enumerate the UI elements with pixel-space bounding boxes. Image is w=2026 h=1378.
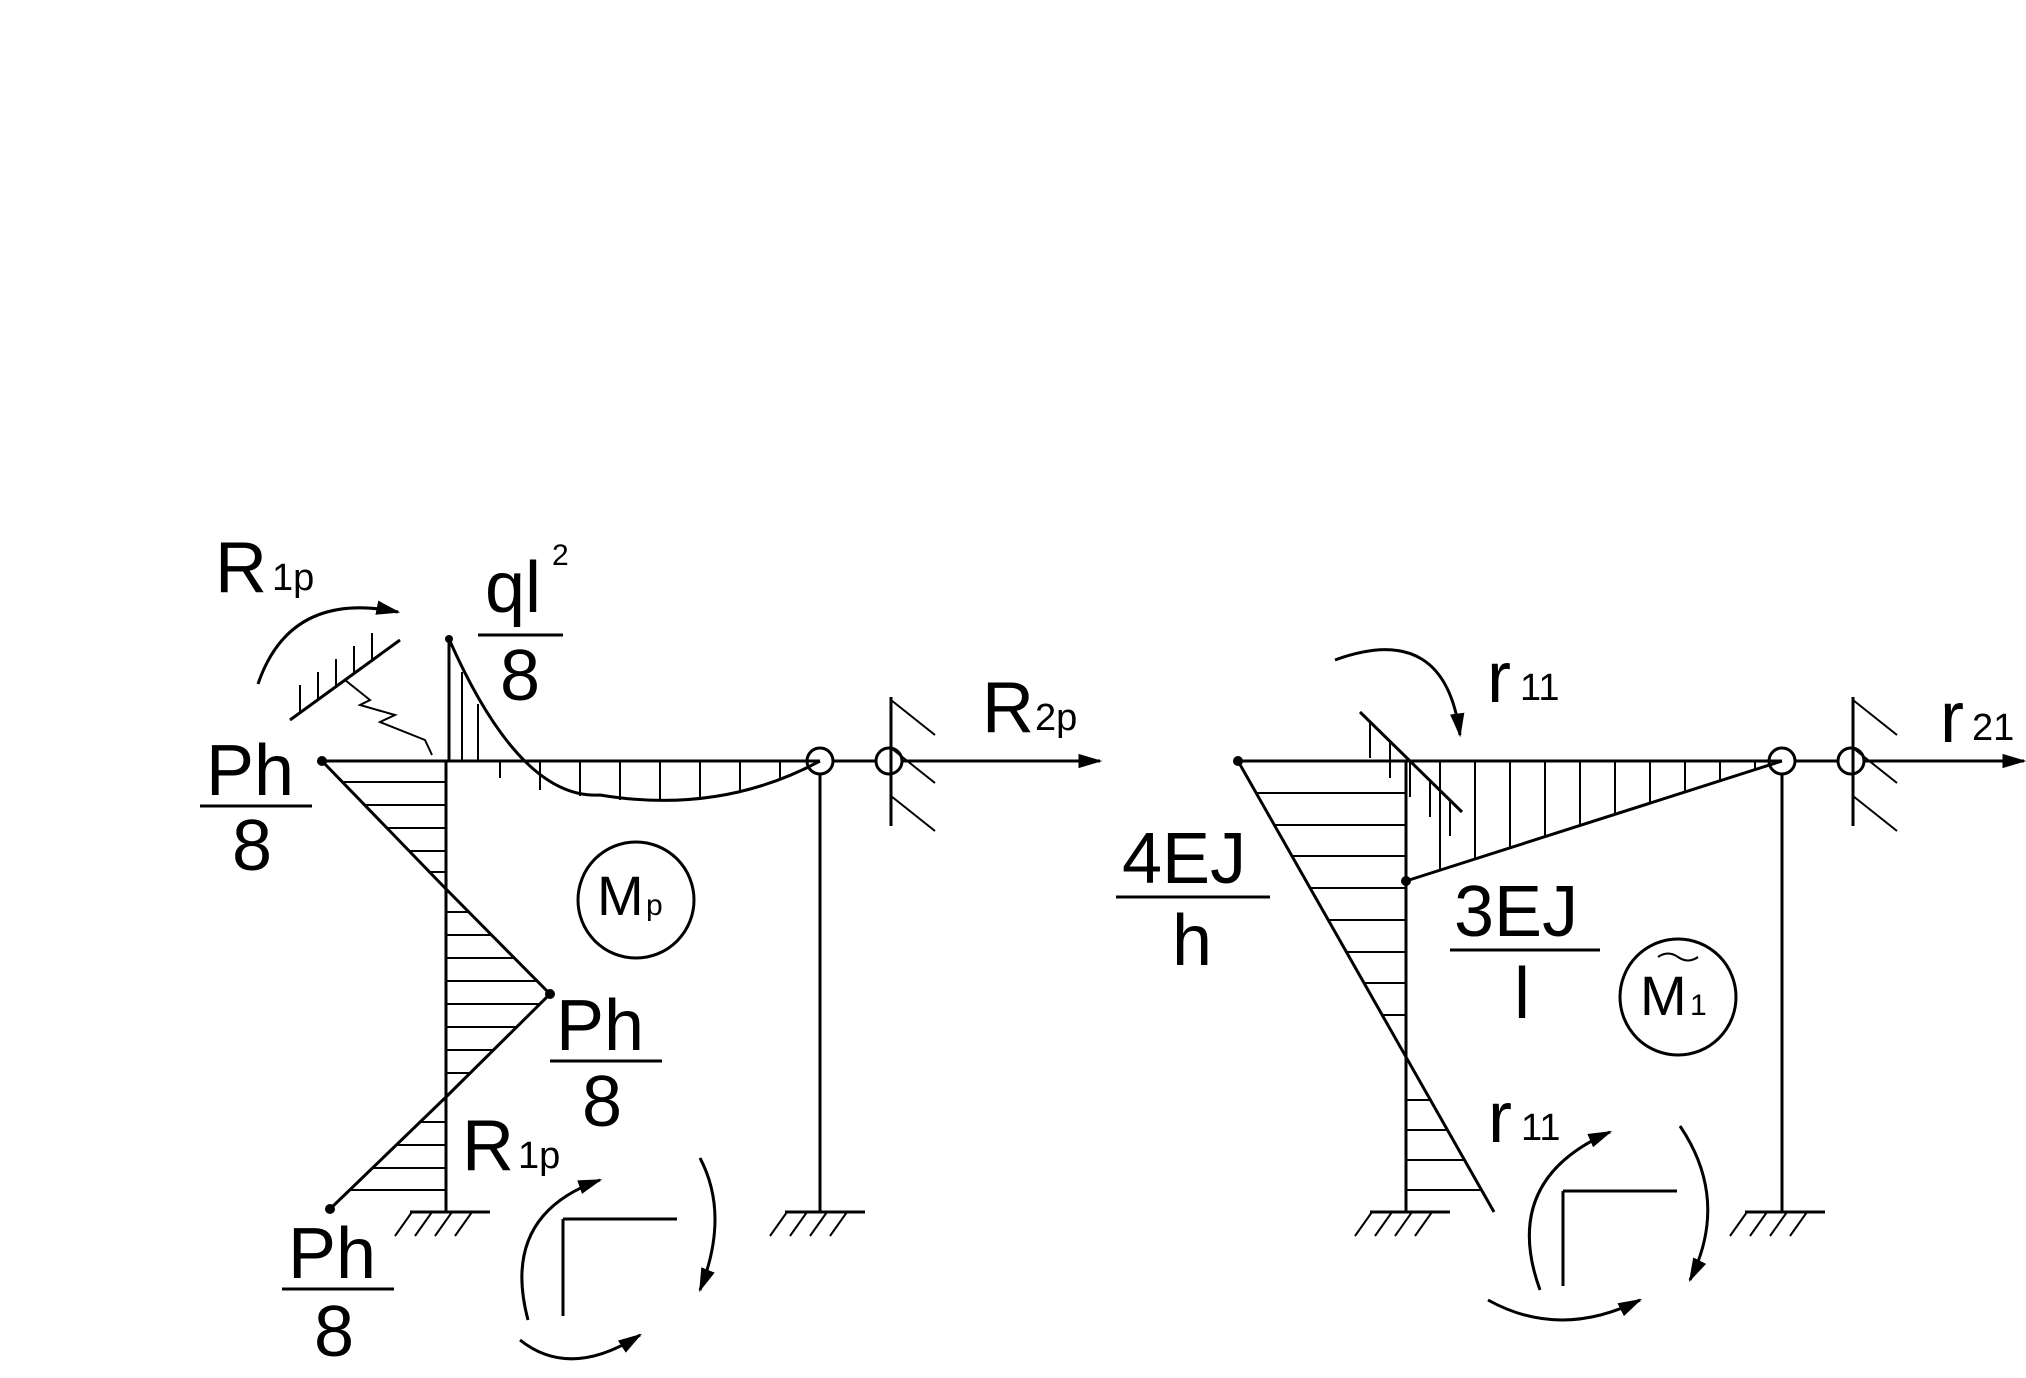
beam-moment-curve — [447, 638, 821, 802]
beam-triangle-line — [1405, 759, 1783, 883]
m1-sub: 1 — [1690, 989, 1707, 1022]
column-moment-hatch — [342, 781, 540, 1191]
ph8-top-num: Ph — [206, 731, 294, 811]
mp-sub: p — [646, 889, 663, 922]
left-roller — [874, 746, 904, 776]
r11-top-label: r — [1487, 638, 1511, 718]
ql2-sup: 2 — [552, 539, 569, 572]
ph8-bot-den: 8 — [314, 1292, 354, 1372]
clamp-hatch — [299, 633, 373, 713]
r21-sub: 21 — [1972, 707, 2014, 749]
r1p-bot-sub: 1p — [518, 1135, 560, 1177]
beam-triangle-hatch — [1439, 761, 1756, 870]
r1p-top-sub: 1p — [272, 557, 314, 599]
3ej-num: 3EJ — [1454, 872, 1578, 952]
left-fixed-hatch-1 — [394, 1211, 473, 1237]
4ej-num: 4EJ — [1122, 819, 1246, 899]
left-roller-hatch — [890, 699, 936, 832]
m1-circle — [1618, 937, 1738, 1057]
left-rotation-symbol — [519, 1157, 717, 1361]
right-clamp-hatch — [1369, 722, 1451, 836]
r11-top-sub: 11 — [1520, 667, 1559, 709]
4ej-point — [1233, 756, 1243, 766]
right-rotation-symbol — [1487, 1125, 1710, 1322]
left-frame: R 1p ql 2 8 R 2p Ph 8 Ph 8 R 1p Ph 8 M p — [200, 528, 1103, 1372]
right-frame: r 11 r 21 4EJ h 3EJ l r 11 M 1 — [1116, 638, 2026, 1322]
r2p-label: R — [982, 668, 1034, 748]
r11-bot-sub: 11 — [1521, 1107, 1560, 1149]
4ej-den: h — [1172, 901, 1212, 981]
column-triangle-line — [1236, 760, 1496, 1213]
m1-tilde — [1657, 952, 1699, 962]
ph8-mid-num: Ph — [556, 986, 644, 1066]
ph8-mid-point — [545, 989, 555, 999]
m1-label: M — [1640, 964, 1687, 1027]
column-triangle-hatch — [1256, 792, 1481, 1191]
r2p-sub: 2p — [1035, 697, 1077, 739]
r21-label: r — [1940, 678, 1964, 758]
ph8-bot-num: Ph — [288, 1214, 376, 1294]
right-roller-hatch — [1852, 699, 1898, 832]
ql2-den: 8 — [500, 636, 540, 716]
r11-bot-label: r — [1488, 1078, 1512, 1158]
beam-moment-hatch — [461, 672, 781, 801]
spring-zigzag — [344, 679, 433, 756]
r11-top-arrow — [1334, 648, 1465, 738]
right-fixed-hatch-1 — [1354, 1211, 1433, 1237]
r1p-top-label: R — [215, 528, 267, 608]
left-fixed-hatch-2 — [769, 1211, 848, 1237]
ph8-bot-point — [325, 1204, 335, 1214]
ph8-top-den: 8 — [232, 806, 272, 886]
r1p-bot-label: R — [462, 1106, 514, 1186]
3ej-point — [1401, 876, 1411, 886]
3ej-den: l — [1514, 954, 1530, 1034]
mp-circle — [576, 840, 696, 960]
ph8-mid-den: 8 — [582, 1062, 622, 1142]
right-fixed-hatch-2 — [1729, 1211, 1808, 1237]
right-roller — [1836, 746, 1866, 776]
r1p-top-arrow — [256, 600, 401, 685]
ql2-num: ql — [485, 548, 541, 628]
ql2-point — [445, 635, 453, 643]
mp-label: M — [597, 864, 644, 927]
ph8-top-point — [317, 756, 327, 766]
